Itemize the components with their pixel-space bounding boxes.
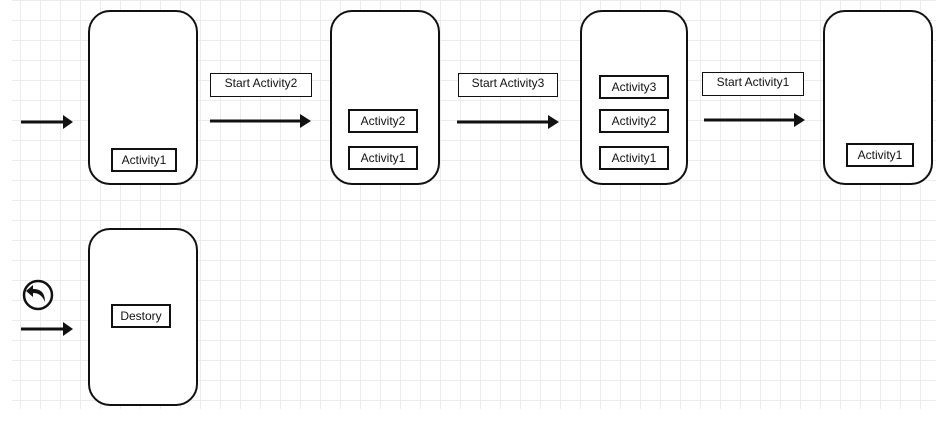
stack-item: Activity1 xyxy=(111,148,177,172)
stack-item: Activity1 xyxy=(348,146,418,170)
device-state-destroy: Destory xyxy=(88,228,198,406)
transition-label-start-activity3: Start Activity3 xyxy=(458,73,558,97)
stack-item: Activity2 xyxy=(348,109,418,133)
arrow-transition-3 xyxy=(704,113,805,127)
stack-item: Activity3 xyxy=(599,75,669,99)
canvas-margin-bottom xyxy=(0,409,936,425)
arrow-transition-2 xyxy=(457,115,559,129)
device-state-4: Activity1 xyxy=(823,10,933,185)
transition-label-start-activity2: Start Activity2 xyxy=(210,73,312,97)
device-state-1: Activity1 xyxy=(88,10,198,185)
canvas-margin xyxy=(0,0,12,425)
device-state-2: Activity2 Activity1 xyxy=(330,10,440,185)
stack-item: Activity1 xyxy=(599,146,669,170)
back-arrow-icon xyxy=(22,279,54,311)
stack-item: Activity1 xyxy=(846,143,914,167)
device-state-3: Activity3 Activity2 Activity1 xyxy=(580,10,688,185)
stack-item-destroy: Destory xyxy=(111,304,171,328)
arrow-transition-1 xyxy=(210,114,311,128)
stack-item: Activity2 xyxy=(599,109,669,133)
entry-arrow-row2 xyxy=(21,322,73,336)
transition-label-start-activity1: Start Activity1 xyxy=(702,72,804,96)
entry-arrow-row1 xyxy=(21,115,73,129)
